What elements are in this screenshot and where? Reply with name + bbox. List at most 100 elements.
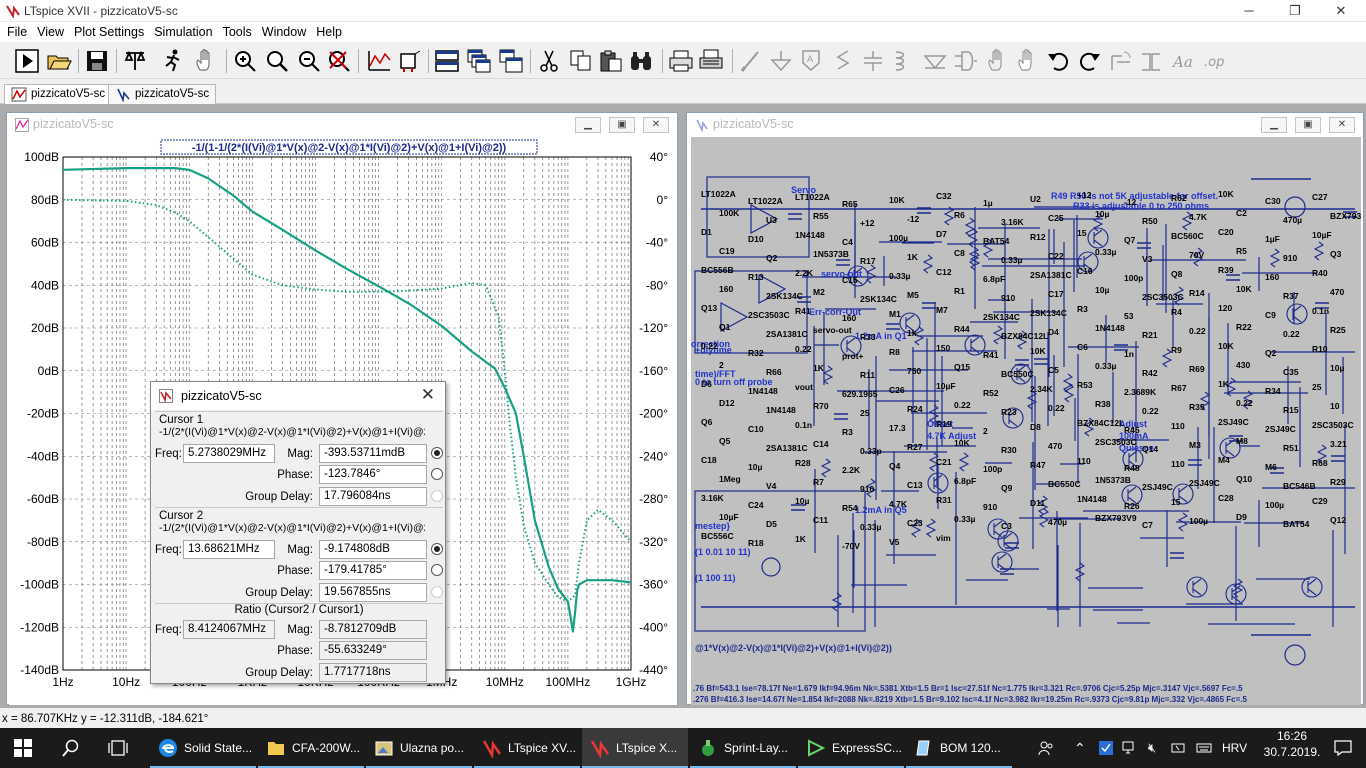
run-icon[interactable] (14, 48, 40, 74)
cursor1-mag-radio[interactable] (431, 447, 443, 459)
plot-minimize-button[interactable]: ▁ (575, 117, 601, 133)
search-icon[interactable] (62, 739, 80, 757)
zoom-in-icon[interactable] (232, 48, 258, 74)
tab-schematic[interactable]: pizzicatoV5-sc (108, 84, 217, 104)
keyboard-icon[interactable] (1196, 740, 1212, 756)
schematic-canvas[interactable]: R49 R50 is not 5K adjustable for offset.… (691, 137, 1361, 705)
network-icon[interactable] (1122, 740, 1138, 756)
menu-plot-settings[interactable]: Plot Settings (74, 25, 145, 39)
menu-view[interactable]: View (37, 25, 65, 39)
cursor2-phase-field[interactable]: -179.41785° (319, 561, 427, 580)
print-setup-icon[interactable] (698, 48, 724, 74)
find-icon[interactable] (628, 48, 654, 74)
schematic-label: 2SA1381C (1030, 270, 1072, 280)
capacitor-symbol (797, 296, 811, 303)
pan-icon[interactable] (192, 48, 218, 74)
tile-horizontal-icon[interactable] (434, 48, 460, 74)
redo-icon[interactable] (1076, 48, 1102, 74)
menu-file[interactable]: File (7, 25, 28, 39)
task-view-icon[interactable] (108, 739, 128, 757)
tile-vertical-icon[interactable] (498, 48, 524, 74)
defender-icon[interactable] (1098, 740, 1114, 756)
dc-op-icon[interactable] (396, 48, 422, 74)
clock-time[interactable]: 16:26 (1276, 729, 1308, 743)
print-icon[interactable] (668, 48, 694, 74)
cursor-dialog-close-icon[interactable]: ✕ (420, 385, 435, 404)
save-icon[interactable] (84, 48, 110, 74)
people-icon[interactable] (1038, 740, 1054, 756)
move-icon[interactable] (984, 48, 1010, 74)
taskbar-item-ltspice-2[interactable]: LTspice X... (582, 728, 688, 768)
cursor2-phase-radio[interactable] (431, 564, 443, 576)
control-panel-icon[interactable] (122, 48, 148, 74)
close-button[interactable]: ✕ (1335, 3, 1347, 18)
zoom-box-icon[interactable] (264, 48, 290, 74)
cursor1-phase-field[interactable]: -123.7846° (319, 465, 427, 484)
schematic-close-button[interactable]: ✕ (1329, 117, 1355, 133)
label-icon[interactable]: A (798, 48, 824, 74)
menu-window[interactable]: Window (261, 25, 307, 39)
trace-label[interactable]: -1/(1-1/(2*(I(Vi)@1*V(x)@2-V(x)@1*I(Vi)@… (192, 142, 507, 154)
clock-date[interactable]: 30.7.2019. (1263, 745, 1321, 759)
wire-icon[interactable] (738, 48, 764, 74)
rotate-icon[interactable] (1108, 48, 1134, 74)
open-icon[interactable] (46, 48, 72, 74)
cursor1-mag-field[interactable]: -393.53711mdB (319, 444, 427, 463)
cursor2-freq-field[interactable]: 13.68621MHz (183, 540, 275, 559)
taskbar-item-sprint-layout[interactable]: Sprint-Lay... (690, 728, 796, 768)
menu-simulation[interactable]: Simulation (154, 25, 213, 39)
diode-icon[interactable] (922, 48, 948, 74)
schematic-minimize-button[interactable]: ▁ (1261, 117, 1287, 133)
restore-button[interactable]: ❐ (1289, 3, 1301, 18)
plot-maximize-button[interactable]: ▣ (609, 117, 635, 133)
battery-icon[interactable] (1170, 740, 1186, 756)
text-icon[interactable]: Aa (1170, 48, 1196, 74)
taskbar-item-explorer[interactable]: CFA-200W... (258, 728, 364, 768)
plot-close-button[interactable]: ✕ (643, 117, 669, 133)
schematic-label: Q7 (1124, 235, 1136, 245)
cursor2-mag-field[interactable]: -9.174808dB (319, 540, 427, 559)
minimize-button[interactable]: ─ (1244, 3, 1254, 18)
schematic-label: R66 (766, 367, 782, 377)
mirror-icon[interactable] (1138, 48, 1164, 74)
taskbar-item-ltspice-1[interactable]: LTspice XV... (474, 728, 580, 768)
cursor2-gd-field[interactable]: 19.567855ns (319, 583, 427, 602)
spice-directive-icon[interactable]: .op (1202, 48, 1228, 74)
undo-icon[interactable] (1046, 48, 1072, 74)
capacitor-icon[interactable] (860, 48, 886, 74)
taskbar-item-expresssch[interactable]: ExpressSC... (798, 728, 904, 768)
schematic-maximize-button[interactable]: ▣ (1295, 117, 1321, 133)
resistor-symbol (1269, 248, 1281, 268)
ground-icon[interactable] (768, 48, 794, 74)
resistor-icon[interactable] (830, 48, 856, 74)
tray-overflow-icon[interactable]: ⌃ (1074, 740, 1086, 756)
volume-muted-icon[interactable]: 🔇︎ (1148, 740, 1157, 755)
cut-icon[interactable] (536, 48, 562, 74)
inductor-icon[interactable] (890, 48, 916, 74)
drag-icon[interactable] (1014, 48, 1040, 74)
schematic-label: Q14 (1142, 444, 1158, 454)
copy-icon[interactable] (568, 48, 594, 74)
cursor2-gd-radio[interactable] (431, 586, 443, 598)
run-simulate-icon[interactable] (160, 48, 186, 74)
menu-tools[interactable]: Tools (222, 25, 252, 39)
zoom-cancel-icon[interactable] (326, 48, 352, 74)
windows-start-icon[interactable] (14, 739, 32, 757)
cursor1-freq-field[interactable]: 5.2738029MHz (183, 444, 275, 463)
notifications-icon[interactable] (1334, 740, 1352, 756)
cursor1-phase-radio[interactable] (431, 468, 443, 480)
cursor2-mag-radio[interactable] (431, 543, 443, 555)
taskbar-item-edge[interactable]: Solid State... (150, 728, 256, 768)
menu-help[interactable]: Help (316, 25, 342, 39)
cursor1-gd-radio[interactable] (431, 490, 443, 502)
autorange-icon[interactable] (366, 48, 392, 74)
language-indicator[interactable]: HRV (1222, 741, 1248, 755)
tab-plot[interactable]: pizzicatoV5-sc (4, 84, 113, 104)
zoom-out-icon[interactable] (296, 48, 322, 74)
cursor1-gd-field[interactable]: 17.796084ns (319, 487, 427, 506)
paste-icon[interactable] (598, 48, 624, 74)
cascade-icon[interactable] (466, 48, 492, 74)
component-icon[interactable] (952, 48, 978, 74)
taskbar-item-image-viewer[interactable]: Ulazna po... (366, 728, 472, 768)
taskbar-item-notepad[interactable]: BOM 120... (906, 728, 1012, 768)
